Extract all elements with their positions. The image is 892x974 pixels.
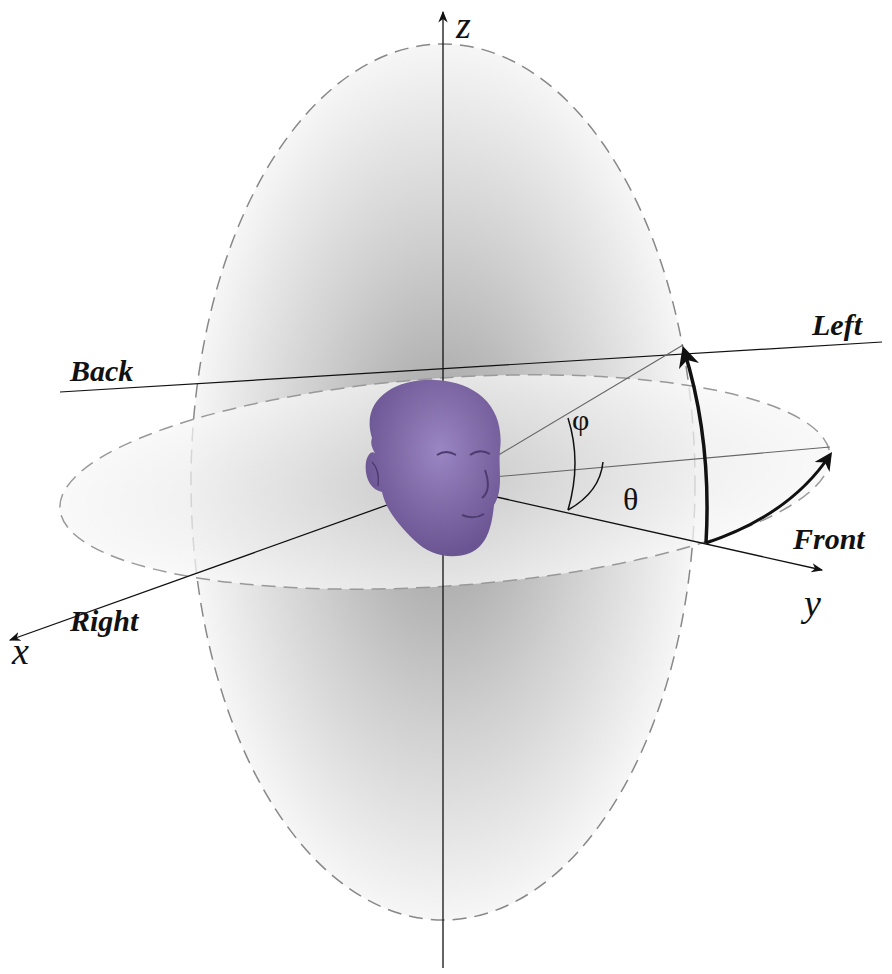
direction-label: Left — [812, 310, 862, 340]
angle-label: φ — [572, 405, 589, 435]
direction-label: Front — [793, 524, 865, 554]
elevation-arc — [684, 350, 707, 543]
theta-angle-arc — [568, 462, 603, 510]
horizontal-plane — [53, 351, 838, 612]
axis-label: z — [456, 6, 471, 44]
angle-label: θ — [623, 483, 638, 515]
left-back-axis — [60, 342, 882, 392]
direction-label: Back — [70, 356, 133, 386]
head — [366, 380, 501, 556]
axis-label: y — [804, 584, 821, 622]
azimuth-ray — [460, 447, 830, 480]
x-axis — [10, 485, 443, 640]
direction-label: Right — [70, 606, 138, 636]
axis-label: x — [12, 632, 29, 670]
